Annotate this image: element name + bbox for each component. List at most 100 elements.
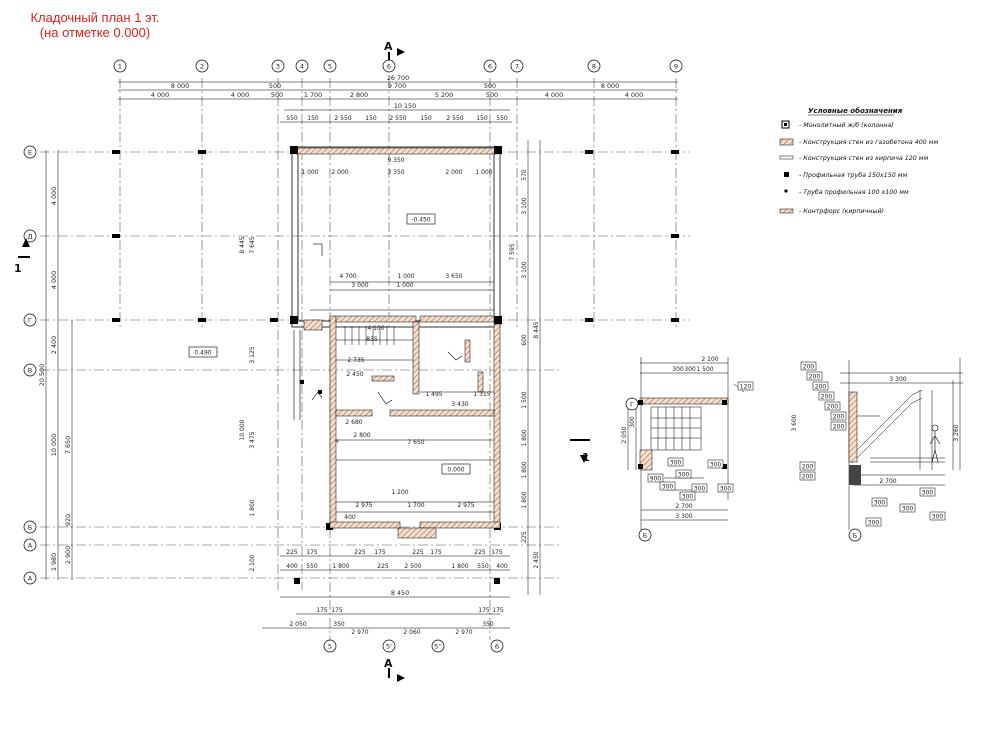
left-dims-total: 20 500 <box>38 364 46 386</box>
level-marks: -0.450 0.490 0.000 <box>188 213 471 475</box>
svg-text:3 430: 3 430 <box>451 401 468 408</box>
svg-text:500: 500 <box>269 82 281 90</box>
svg-text:200: 200 <box>827 404 839 411</box>
svg-text:300: 300 <box>720 486 732 493</box>
svg-text:150: 150 <box>476 115 488 122</box>
svg-text:5: 5 <box>328 643 332 651</box>
svg-text:1 700: 1 700 <box>304 91 322 99</box>
svg-text:1 000: 1 000 <box>397 273 414 280</box>
svg-text:7 645: 7 645 <box>249 236 256 253</box>
svg-text:500: 500 <box>271 91 283 99</box>
building-walls <box>112 146 679 584</box>
svg-text:1 800: 1 800 <box>521 491 528 508</box>
svg-text:200: 200 <box>815 384 827 391</box>
svg-text:300: 300 <box>670 460 682 467</box>
svg-text:7 650: 7 650 <box>407 439 424 446</box>
svg-text:1 500: 1 500 <box>521 391 528 408</box>
svg-text:3 350: 3 350 <box>387 169 404 176</box>
right-dims: 570 3 100 3 100 7 595 8 445 600 1 500 1 … <box>509 169 540 569</box>
svg-text:3 000: 3 000 <box>351 282 368 289</box>
svg-text:Г: Г <box>630 401 634 409</box>
svg-text:- Труба профильная 100 х100 мм: - Труба профильная 100 х100 мм <box>799 188 909 196</box>
svg-text:2 500: 2 500 <box>404 563 421 570</box>
section-a-bottom: А <box>384 657 393 670</box>
profile-pipe-100-icon <box>784 189 788 193</box>
wall-top <box>295 147 499 155</box>
svg-text:300: 300 <box>710 462 722 469</box>
svg-text:Б: Б <box>643 532 647 540</box>
monolith-column-icon <box>781 120 790 129</box>
svg-text:1 800: 1 800 <box>521 429 528 446</box>
svg-text:1 000: 1 000 <box>475 169 492 176</box>
svg-text:2 800: 2 800 <box>353 432 370 439</box>
svg-text:175: 175 <box>492 607 504 614</box>
columns <box>112 146 679 584</box>
svg-text:400: 400 <box>286 563 298 570</box>
svg-text:400: 400 <box>496 563 508 570</box>
svg-text:200: 200 <box>809 374 821 381</box>
svg-text:Г: Г <box>28 317 32 325</box>
svg-text:10 000: 10 000 <box>50 434 58 456</box>
svg-text:8 000: 8 000 <box>171 82 189 90</box>
svg-text:2 000: 2 000 <box>331 169 348 176</box>
svg-text:200: 200 <box>833 424 845 431</box>
left-dims-mid: 4 000 4 000 2 400 10 000 1 980 <box>50 187 58 571</box>
left-dimension-lines <box>45 150 73 580</box>
svg-text:300: 300 <box>684 366 696 373</box>
svg-text:2 100: 2 100 <box>701 356 718 363</box>
axis-labels-bottom: 5 5' 5'' 6 <box>328 643 499 651</box>
svg-text:8 445: 8 445 <box>533 321 540 338</box>
svg-text:3 100: 3 100 <box>521 261 528 278</box>
svg-text:300: 300 <box>694 486 706 493</box>
svg-text:200: 200 <box>833 414 845 421</box>
svg-text:8: 8 <box>592 63 596 71</box>
svg-text:225: 225 <box>377 563 389 570</box>
svg-text:900: 900 <box>650 476 662 483</box>
svg-text:7: 7 <box>515 63 519 71</box>
svg-text:- Конструкция стен из кирпича: - Конструкция стен из кирпича 120 мм <box>799 155 929 162</box>
detail-staircase-section: Б 3 300 3 600 3 260 2 700 200 200 200 20… <box>791 358 963 542</box>
svg-text:150: 150 <box>365 115 377 122</box>
profile-pipe-150-icon <box>784 172 789 177</box>
svg-text:1 800: 1 800 <box>521 461 528 478</box>
wall-left-lower <box>329 315 337 529</box>
svg-text:Е: Е <box>28 149 32 157</box>
svg-text:4 000: 4 000 <box>50 187 58 205</box>
svg-text:2 450: 2 450 <box>346 371 363 378</box>
axis-bubbles-left <box>23 145 37 585</box>
svg-text:2 550: 2 550 <box>389 115 406 122</box>
svg-text:1 000: 1 000 <box>396 282 413 289</box>
svg-text:300: 300 <box>902 506 914 513</box>
svg-text:600: 600 <box>521 334 528 346</box>
svg-text:2 680: 2 680 <box>345 419 362 426</box>
svg-text:835: 835 <box>366 336 378 343</box>
svg-text:5': 5' <box>386 643 392 651</box>
svg-text:225: 225 <box>412 549 424 556</box>
svg-text:2 970: 2 970 <box>351 629 368 636</box>
svg-text:1 700: 1 700 <box>407 502 424 509</box>
svg-text:2 050: 2 050 <box>289 621 306 628</box>
top-dims-total: 26 700 <box>387 74 409 82</box>
svg-text:3 650: 3 650 <box>445 273 462 280</box>
legend: Условные обозначения - Монолитный ж/б (к… <box>779 107 938 215</box>
bottom-dimension-lines <box>262 555 510 629</box>
legend-title: Условные обозначения <box>808 107 903 115</box>
level-0490: 0.490 <box>194 350 211 357</box>
axis-labels-top: 1 2 3 4 5 6 6 7 8 9 <box>118 63 678 71</box>
svg-text:300: 300 <box>932 514 944 521</box>
svg-text:Д: Д <box>27 233 32 241</box>
svg-text:300: 300 <box>922 490 934 497</box>
svg-text:2 970: 2 970 <box>455 629 472 636</box>
svg-text:1 495: 1 495 <box>425 391 442 398</box>
level-0000: 0.000 <box>447 467 464 474</box>
svg-text:175: 175 <box>316 607 328 614</box>
svg-text:1 800: 1 800 <box>451 563 468 570</box>
inner-vertical-dims: 7 645 8 445 3 125 3 475 10 000 1 800 2 1… <box>239 236 256 571</box>
svg-text:4 000: 4 000 <box>151 91 169 99</box>
bottom-dims-8450: 8 450 <box>391 589 409 597</box>
svg-text:5'': 5'' <box>434 643 442 651</box>
svg-text:2 550: 2 550 <box>446 115 463 122</box>
svg-text:225: 225 <box>474 549 486 556</box>
svg-text:В: В <box>28 367 32 375</box>
person-figure-icon <box>929 424 941 463</box>
